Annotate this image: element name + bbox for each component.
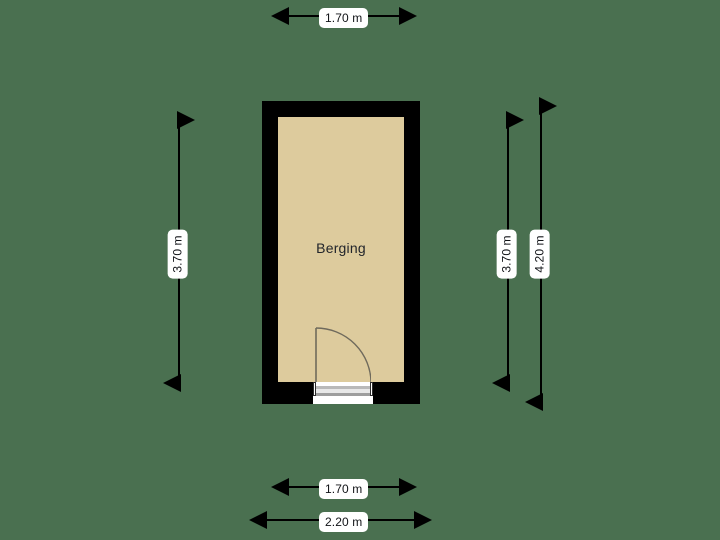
threshold-band (313, 393, 373, 396)
threshold-band (313, 382, 373, 386)
door-jamb-left (313, 382, 316, 396)
door-jamb-right (370, 382, 373, 396)
dimension-label-bottom-width-inner: 1.70 m (319, 479, 369, 499)
room-label-berging: Berging (316, 240, 366, 256)
threshold-band (313, 389, 373, 393)
dimension-label-right-height-inner: 3.70 m (496, 229, 517, 279)
threshold-band (313, 386, 373, 389)
dimension-label-right-height-outer: 4.20 m (529, 229, 550, 279)
door-threshold (313, 382, 373, 404)
dimension-label-top-width-inner: 1.70 m (319, 8, 369, 28)
dimension-label-bottom-width-outer: 2.20 m (319, 512, 369, 532)
threshold-band (313, 396, 373, 404)
dimension-label-left-height-inner: 3.70 m (167, 229, 188, 279)
